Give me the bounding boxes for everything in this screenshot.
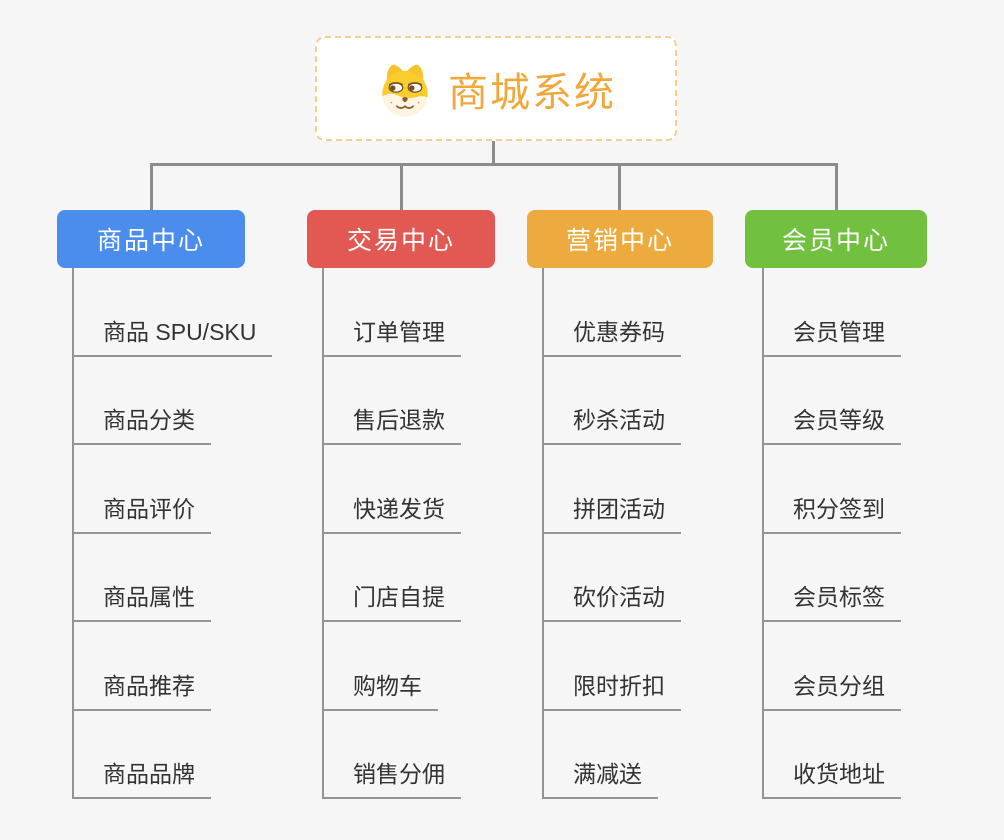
topic-item[interactable]: 商品品牌	[72, 711, 272, 799]
topic-item[interactable]: 优惠券码	[542, 268, 681, 357]
branch-children-trade: 订单管理 售后退款 快递发货 门店自提 购物车 销售分佣	[322, 268, 461, 799]
topic-label: 砍价活动	[542, 578, 681, 622]
topic-label: 限时折扣	[542, 667, 681, 711]
topic-label: 商品品牌	[72, 755, 211, 799]
topic-label: 商品 SPU/SKU	[72, 313, 273, 357]
topic-item[interactable]: 快递发货	[322, 445, 461, 534]
topic-label: 门店自提	[322, 578, 461, 622]
topic-item[interactable]: 商品属性	[72, 534, 272, 622]
branch-label: 会员中心	[781, 227, 890, 255]
topic-item[interactable]: 销售分佣	[322, 711, 461, 799]
topic-item[interactable]: 会员分组	[762, 622, 901, 711]
topic-label: 秒杀活动	[542, 401, 681, 445]
topic-item[interactable]: 商品评价	[72, 445, 272, 534]
topic-label: 销售分佣	[322, 755, 461, 799]
branch-node-product[interactable]: 商品中心	[57, 210, 245, 268]
branch-children-member: 会员管理 会员等级 积分签到 会员标签 会员分组 收货地址	[762, 268, 901, 799]
topic-item[interactable]: 收货地址	[762, 711, 901, 799]
root-title: 商城系统	[448, 70, 616, 115]
topic-label: 商品评价	[72, 490, 211, 534]
topic-item[interactable]: 商品 SPU/SKU	[72, 268, 273, 357]
branch-node-trade[interactable]: 交易中心	[307, 210, 495, 268]
topic-item[interactable]: 商品分类	[72, 357, 272, 445]
topic-item[interactable]: 砍价活动	[542, 534, 681, 622]
branch-label: 商品中心	[96, 227, 205, 255]
connector-bus	[150, 163, 838, 166]
root-node[interactable]: 商城系统	[315, 36, 677, 141]
branch-label: 交易中心	[346, 227, 455, 255]
topic-item[interactable]: 订单管理	[322, 268, 461, 357]
topic-label: 订单管理	[322, 313, 461, 357]
topic-label: 积分签到	[762, 490, 901, 534]
topic-item[interactable]: 拼团活动	[542, 445, 681, 534]
branch-children-marketing: 优惠券码 秒杀活动 拼团活动 砍价活动 限时折扣 满减送	[542, 268, 681, 799]
topic-item[interactable]: 购物车	[322, 622, 461, 711]
topic-label: 拼团活动	[542, 490, 681, 534]
topic-item[interactable]: 会员管理	[762, 268, 901, 357]
dog-face-icon	[376, 60, 434, 118]
topic-label: 收货地址	[762, 755, 901, 799]
topic-item[interactable]: 限时折扣	[542, 622, 681, 711]
topic-label: 商品属性	[72, 578, 211, 622]
topic-item[interactable]: 秒杀活动	[542, 357, 681, 445]
connector-stub-trade	[400, 163, 403, 210]
topic-item[interactable]: 积分签到	[762, 445, 901, 534]
connector-root-stem	[492, 141, 495, 165]
topic-label: 快递发货	[322, 490, 461, 534]
branch-node-marketing[interactable]: 营销中心	[527, 210, 713, 268]
topic-item[interactable]: 售后退款	[322, 357, 461, 445]
topic-label: 会员管理	[762, 313, 901, 357]
topic-label: 购物车	[322, 667, 438, 711]
topic-label: 商品推荐	[72, 667, 211, 711]
topic-label: 满减送	[542, 755, 658, 799]
branch-label: 营销中心	[565, 227, 674, 255]
connector-stub-member	[835, 163, 838, 210]
topic-label: 会员等级	[762, 401, 901, 445]
topic-item[interactable]: 商品推荐	[72, 622, 272, 711]
topic-item[interactable]: 会员标签	[762, 534, 901, 622]
topic-item[interactable]: 会员等级	[762, 357, 901, 445]
connector-stub-marketing	[618, 163, 621, 210]
topic-label: 商品分类	[72, 401, 211, 445]
topic-label: 会员标签	[762, 578, 901, 622]
branch-node-member[interactable]: 会员中心	[745, 210, 927, 268]
topic-label: 售后退款	[322, 401, 461, 445]
connector-stub-product	[150, 163, 153, 210]
topic-label: 会员分组	[762, 667, 901, 711]
topic-item[interactable]: 满减送	[542, 711, 681, 799]
branch-children-product: 商品 SPU/SKU 商品分类 商品评价 商品属性 商品推荐 商品品牌	[72, 268, 273, 799]
topic-label: 优惠券码	[542, 313, 681, 357]
topic-item[interactable]: 门店自提	[322, 534, 461, 622]
